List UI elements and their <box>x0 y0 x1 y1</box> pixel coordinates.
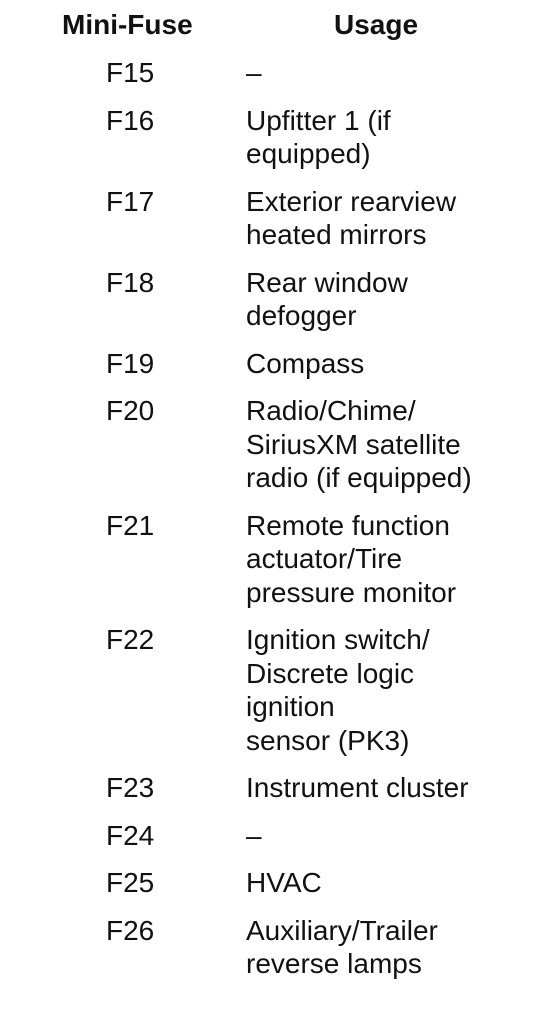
table-row: F25 HVAC <box>0 866 534 900</box>
table-row: F19 Compass <box>0 347 534 381</box>
table-row: F24 – <box>0 819 534 853</box>
fuse-id-cell: F25 <box>106 867 155 898</box>
usage-line: Upfitter 1 (if <box>246 104 391 136</box>
usage-line: Discrete logic <box>246 657 415 689</box>
fuse-id-cell: F26 <box>106 914 155 946</box>
usage-line: actuator/Tire <box>246 543 403 574</box>
usage-line: Remote function <box>246 509 450 541</box>
usage-cell: Compass <box>246 347 516 381</box>
fuse-id-cell: F18 <box>106 266 155 298</box>
header-usage: Usage <box>334 9 419 40</box>
usage-line: – <box>246 819 262 851</box>
table-header-row: Mini-Fuse Usage <box>0 0 534 56</box>
table-row: F23 Instrument cluster <box>0 771 534 805</box>
fuse-id-cell: F20 <box>106 395 155 426</box>
fuse-id-cell: F16 <box>106 104 155 136</box>
usage-line: heated mirrors <box>246 219 427 250</box>
usage-line: Ignition switch/ <box>246 624 430 655</box>
usage-cell: Instrument cluster <box>246 771 516 805</box>
usage-cell: – <box>246 819 516 853</box>
fuse-id-cell: F22 <box>106 624 155 655</box>
usage-line: pressure monitor <box>246 576 457 608</box>
header-mini-fuse: Mini-Fuse <box>62 9 193 40</box>
usage-line: – <box>246 57 262 88</box>
usage-line: Rear window <box>246 266 408 298</box>
fuse-id-cell: F19 <box>106 347 155 379</box>
usage-line: radio (if equipped) <box>246 462 472 493</box>
usage-line: equipped) <box>246 138 371 169</box>
usage-cell: – <box>246 56 516 90</box>
usage-line: Auxiliary/Trailer <box>246 914 438 946</box>
fuse-id-cell: F23 <box>106 772 155 803</box>
usage-line: HVAC <box>246 867 322 898</box>
fuse-id-cell: F15 <box>106 57 155 88</box>
usage-cell: HVAC <box>246 866 516 900</box>
usage-line: Compass <box>246 347 365 379</box>
usage-line: defogger <box>246 300 357 331</box>
usage-line: Instrument cluster <box>246 772 469 803</box>
table-row: F15 – <box>0 56 534 90</box>
usage-line: ignition <box>246 691 335 722</box>
fuse-id-cell: F17 <box>106 185 155 217</box>
usage-line: sensor (PK3) <box>246 724 410 756</box>
usage-line: reverse lamps <box>246 948 422 979</box>
usage-line: Exterior rearview <box>246 185 457 217</box>
fuse-id-cell: F21 <box>106 509 155 541</box>
usage-line: Radio/Chime/ <box>246 395 416 426</box>
fuse-id-cell: F24 <box>106 819 155 851</box>
usage-line: SiriusXM satellite <box>246 428 461 460</box>
